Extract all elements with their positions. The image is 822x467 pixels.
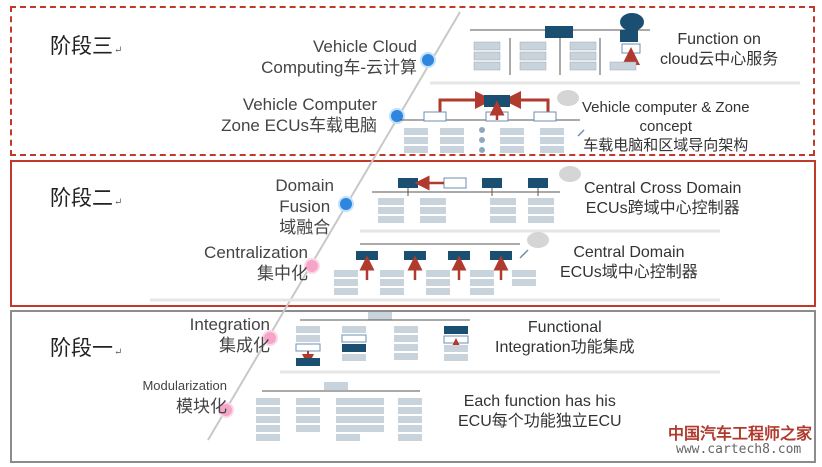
functional-integration-architecture [280,312,720,374]
stage-three-frame [10,6,815,156]
stage-three-label: 阶段三↵ [50,34,123,58]
timeline-line [207,11,461,441]
zone-architecture [400,90,585,153]
central-domain-architecture [150,232,720,302]
functional-integration-description: Functional Integration功能集成 [495,319,635,356]
modular-architecture [256,382,422,441]
cross-domain-architecture [360,166,720,233]
integration-dot [262,330,278,346]
domain-fusion-dot [338,196,354,212]
vehicle-computer-dot [389,108,405,124]
stage-two-label: 阶段二↵ [50,186,123,210]
domain-fusion-label: Domain Fusion 域融合 [275,176,334,237]
vehicle-computer-label: Vehicle Computer Zone ECUs车载电脑 [221,95,377,135]
modularization-label: Modularization 模块化 [142,378,227,416]
stage-one-frame [10,310,816,463]
modularization-dot [218,402,234,418]
integration-label: Integration 集成化 [189,315,270,355]
central-domain-description: Central Domain ECUs域中心控制器 [560,244,698,281]
zone-description: Vehicle computer & Zone concept 车载电脑和区域导… [582,99,750,154]
watermark-url: www.cartech8.com [676,442,802,457]
watermark-name: 中国汽车工程师之家 [668,424,813,443]
cloud-architecture [430,13,800,85]
cloud-label: Vehicle Cloud Computing车-云计算 [261,37,417,77]
centralization-dot [304,258,320,274]
cloud-dot [420,52,436,68]
stage-one-label: 阶段一↵ [50,336,123,360]
cross-domain-description: Central Cross Domain ECUs跨域中心控制器 [584,180,742,217]
centralization-label: Centralization 集中化 [204,243,308,283]
stage-two-frame [10,160,816,307]
cloud-description: Function on cloud云中心服务 [660,31,779,68]
each-function-description: Each function has his ECU每个功能独立ECU [458,393,622,430]
